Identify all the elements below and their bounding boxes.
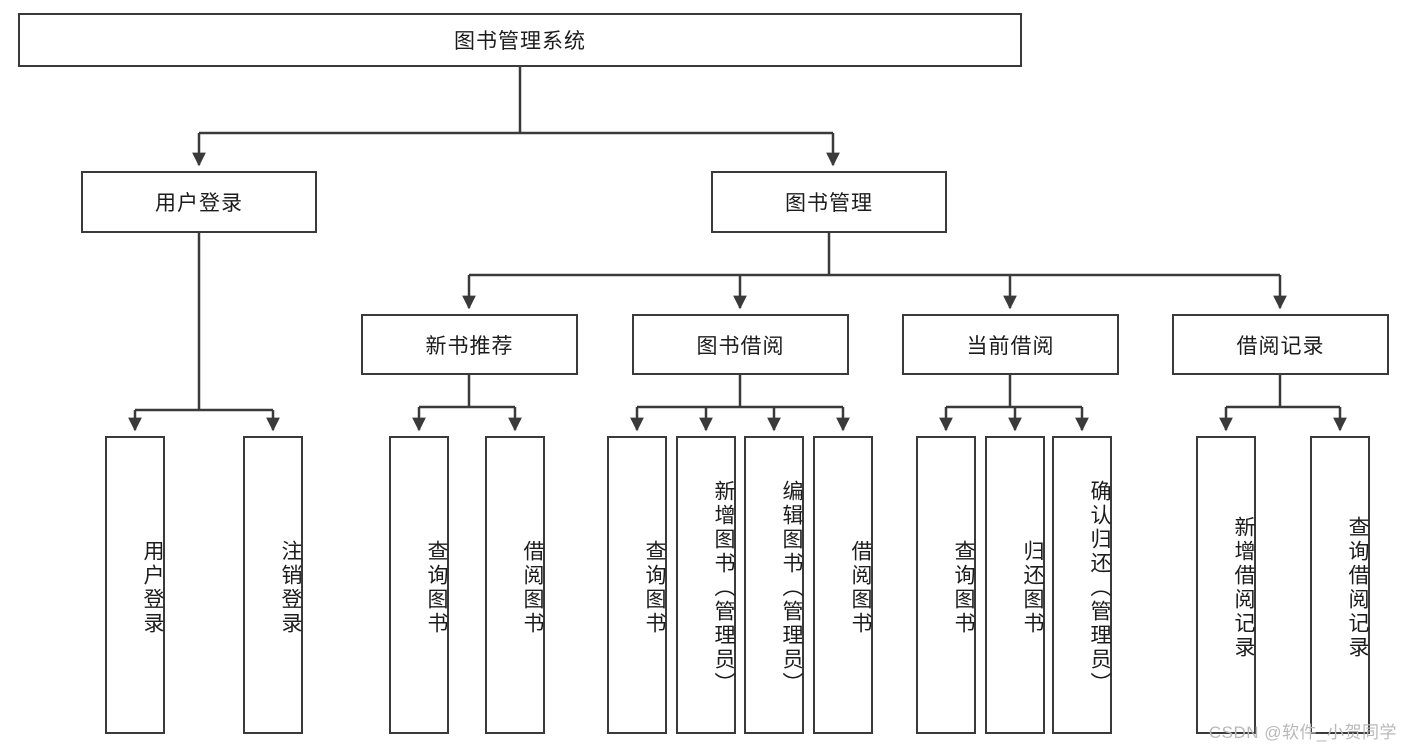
leaf-query-book-current[interactable]: 查询图书	[916, 436, 976, 734]
leaf-add-borrow-record[interactable]: 新增借阅记录	[1196, 436, 1256, 734]
leaf-query-book-borrow[interactable]: 查询图书	[607, 436, 667, 734]
leaf-logout[interactable]: 注销登录	[243, 436, 303, 734]
node-book-borrow-label: 图书借阅	[696, 334, 785, 358]
leaf-add-book-admin[interactable]: 新增图书（管理员）	[676, 436, 736, 734]
node-user-login[interactable]: 用户登录	[81, 171, 317, 233]
leaf-return-book-label: 归还图书	[1021, 540, 1044, 636]
node-borrow-record[interactable]: 借阅记录	[1172, 314, 1389, 375]
leaf-add-book-admin-label: 新增图书（管理员）	[712, 480, 735, 696]
leaf-borrow-book[interactable]: 借阅图书	[813, 436, 873, 734]
leaf-confirm-return-admin-label: 确认归还（管理员）	[1088, 480, 1111, 696]
leaf-edit-book-admin[interactable]: 编辑图书（管理员）	[744, 436, 804, 734]
node-current-borrow-label: 当前借阅	[966, 334, 1055, 358]
node-root-label: 图书管理系统	[454, 30, 586, 53]
leaf-borrow-book-recommend-label: 借阅图书	[521, 540, 544, 636]
leaf-confirm-return-admin[interactable]: 确认归还（管理员）	[1052, 436, 1112, 734]
node-book-borrow[interactable]: 图书借阅	[632, 314, 849, 375]
node-new-book-recommend-label: 新书推荐	[425, 334, 514, 358]
leaf-logout-label: 注销登录	[279, 540, 302, 636]
node-book-management-label: 图书管理	[785, 192, 873, 215]
leaf-borrow-book-recommend[interactable]: 借阅图书	[485, 436, 545, 734]
node-root[interactable]: 图书管理系统	[18, 13, 1022, 67]
leaf-borrow-book-label: 借阅图书	[849, 540, 872, 636]
leaf-add-borrow-record-label: 新增借阅记录	[1232, 516, 1255, 660]
leaf-user-login[interactable]: 用户登录	[105, 436, 165, 734]
leaf-query-book-current-label: 查询图书	[952, 540, 975, 636]
leaf-query-book-recommend[interactable]: 查询图书	[389, 436, 449, 734]
leaf-query-book-recommend-label: 查询图书	[425, 540, 448, 636]
node-user-login-label: 用户登录	[155, 192, 243, 215]
node-borrow-record-label: 借阅记录	[1236, 334, 1325, 358]
leaf-query-borrow-record-label: 查询借阅记录	[1346, 516, 1369, 660]
leaf-edit-book-admin-label: 编辑图书（管理员）	[780, 480, 803, 696]
leaf-user-login-label: 用户登录	[141, 540, 164, 636]
node-book-management[interactable]: 图书管理	[711, 171, 947, 233]
node-new-book-recommend[interactable]: 新书推荐	[361, 314, 578, 375]
leaf-query-book-borrow-label: 查询图书	[643, 540, 666, 636]
csdn-watermark: CSDN @软件_小贺同学	[1208, 723, 1397, 742]
leaf-return-book[interactable]: 归还图书	[985, 436, 1045, 734]
leaf-query-borrow-record[interactable]: 查询借阅记录	[1310, 436, 1370, 734]
node-current-borrow[interactable]: 当前借阅	[902, 314, 1119, 375]
